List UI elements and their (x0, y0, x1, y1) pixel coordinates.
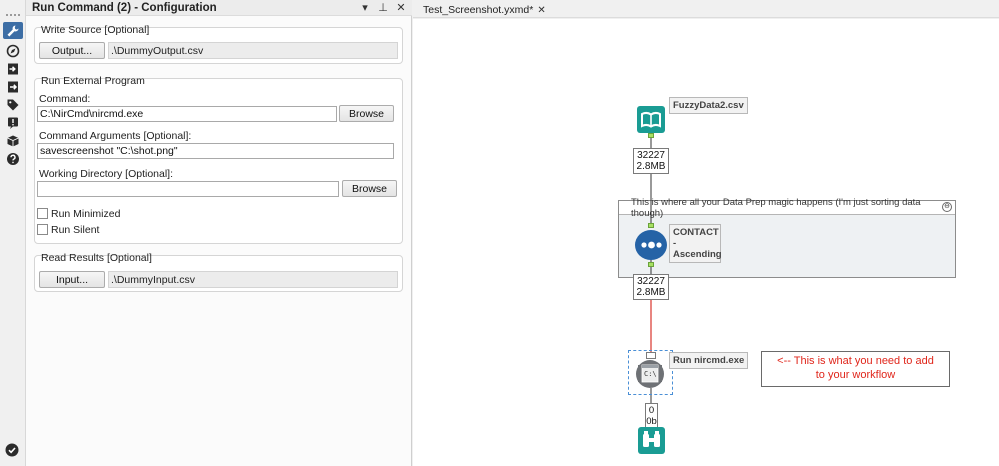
container-header[interactable]: This is where all your Data Prep magic h… (619, 197, 955, 219)
workdir-browse-button[interactable]: Browse (342, 180, 397, 197)
input-path-field: .\DummyInput.csv (108, 271, 398, 288)
help-tab-button[interactable] (3, 150, 23, 167)
read-results-group: Read Results [Optional] Input... .\Dummy… (34, 252, 403, 292)
comment-line1: <-- This is what you need to add (777, 355, 934, 367)
run-tool-label: Run nircmd.exe (669, 352, 749, 369)
record-count-2-records: 32227 (637, 276, 665, 287)
workflow-tab-bar: Test_Screenshot.yxmd* ✕ (413, 0, 999, 18)
write-source-group: Write Source [Optional] Output... .\Dumm… (34, 24, 403, 64)
wrench-icon (7, 25, 19, 36)
record-count-1-records: 32227 (637, 150, 665, 161)
output-button[interactable]: Output... (39, 42, 105, 59)
comment-line2: to your workflow (815, 369, 896, 381)
panel-title: Run Command (2) - Configuration (32, 1, 217, 14)
tag-icon (7, 99, 19, 110)
output-icon (8, 81, 18, 92)
configuration-tab-button[interactable] (3, 22, 23, 39)
sort-input-anchor[interactable] (648, 223, 654, 228)
run-tool-glyph: C:\ (644, 370, 657, 378)
help-icon (7, 152, 19, 165)
alert-icon (8, 117, 18, 129)
args-input[interactable]: savescreenshot "C:\shot.png" (37, 143, 394, 159)
annotation-comment[interactable]: <-- This is what you need to add to your… (761, 351, 950, 387)
run-command-tool[interactable]: C:\ (634, 359, 666, 389)
run-external-group: Run External Program Command: C:\NirCmd\… (34, 75, 403, 244)
write-source-title: Write Source [Optional] (41, 24, 150, 36)
input-tool-label: FuzzyData2.csv (669, 97, 748, 114)
tab-test-screenshot[interactable]: Test_Screenshot.yxmd* ✕ (423, 2, 546, 18)
tab-title: Test_Screenshot.yxmd* (423, 4, 534, 16)
input-annotation-button[interactable] (3, 60, 23, 77)
run-silent-checkbox[interactable] (37, 224, 48, 235)
tab-close-icon[interactable]: ✕ (537, 4, 546, 16)
run-minimized-label: Run Minimized (51, 208, 121, 220)
run-input-anchor[interactable] (646, 352, 656, 359)
panel-title-bar: Run Command (2) - Configuration ▾ ⊥ ✕ (26, 0, 412, 16)
record-count-2-size: 2.8MB (636, 287, 666, 298)
errors-tab-button[interactable] (3, 114, 23, 131)
input-output-anchor[interactable] (648, 133, 654, 138)
args-label: Command Arguments [Optional]: (39, 130, 192, 142)
properties-tab-button[interactable] (3, 42, 23, 59)
tool-rail (0, 0, 26, 466)
read-results-title: Read Results [Optional] (41, 252, 152, 264)
container-collapse-icon[interactable]: ⊖ (942, 202, 952, 212)
run-silent-label: Run Silent (51, 224, 100, 236)
sort-tool-label: CONTACT - Ascending (669, 224, 722, 263)
record-count-1: 32227 2.8MB (633, 148, 669, 174)
record-count-3-size: 0b (646, 416, 657, 427)
run-minimized-checkbox[interactable] (37, 208, 48, 219)
pin-icon[interactable]: ⊥ (378, 2, 388, 14)
input-icon (8, 63, 18, 74)
compass-icon (6, 44, 20, 57)
command-label: Command: (39, 93, 91, 105)
book-icon (641, 111, 661, 128)
command-browse-button[interactable]: Browse (339, 105, 394, 122)
configuration-panel: Run Command (2) - Configuration ▾ ⊥ ✕ Wr… (26, 0, 412, 466)
record-count-3: 0 0b (645, 403, 658, 429)
workdir-input[interactable] (37, 181, 339, 197)
output-annotation-button[interactable] (3, 78, 23, 95)
sort-tool[interactable] (635, 230, 667, 260)
browse-tool[interactable] (638, 427, 665, 454)
workdir-label: Working Directory [Optional]: (39, 168, 174, 180)
sort-dots-icon (641, 241, 662, 249)
run-command-icon (636, 360, 664, 388)
record-count-3-records: 0 (648, 405, 655, 416)
rail-grip[interactable] (6, 14, 20, 18)
close-icon[interactable]: ✕ (396, 2, 406, 14)
box-icon (7, 135, 19, 146)
record-count-2: 32227 2.8MB (633, 274, 669, 300)
container-title: This is where all your Data Prep magic h… (631, 196, 921, 219)
command-input[interactable]: C:\NirCmd\nircmd.exe (37, 106, 337, 122)
record-count-1-size: 2.8MB (636, 161, 666, 172)
run-external-title: Run External Program (41, 75, 145, 87)
sort-output-anchor[interactable] (648, 262, 654, 267)
binoculars-icon (643, 431, 660, 447)
workflow-canvas[interactable]: This is where all your Data Prep magic h… (413, 19, 999, 466)
sort-label-line1: CONTACT - (673, 227, 719, 249)
annotation-tab-button[interactable] (3, 96, 23, 113)
input-button[interactable]: Input... (39, 271, 105, 288)
package-tab-button[interactable] (3, 132, 23, 149)
dropdown-icon[interactable]: ▾ (362, 2, 368, 14)
sort-label-line2: Ascending (673, 249, 722, 260)
output-path-field: .\DummyOutput.csv (108, 42, 398, 59)
run-tool-selection (628, 350, 673, 395)
input-data-tool[interactable] (637, 106, 665, 133)
status-check-icon (5, 443, 19, 457)
